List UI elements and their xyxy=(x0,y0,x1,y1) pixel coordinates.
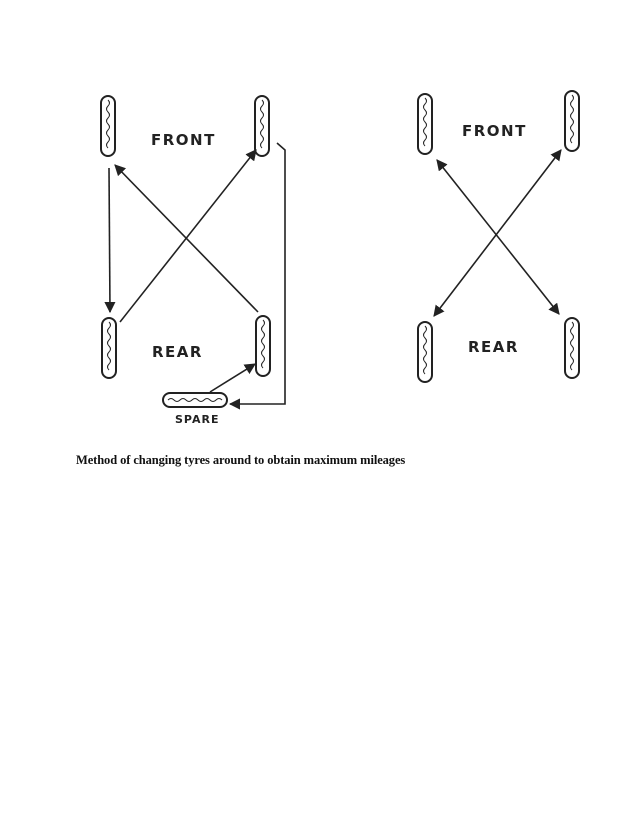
left-rear-right-tyre xyxy=(255,315,271,377)
arrow-front-left-to-rear-right xyxy=(436,159,560,315)
figure-caption: Method of changing tyres around to obtai… xyxy=(76,453,406,467)
arrow-front-left-to-rear-left xyxy=(104,167,116,314)
arrow-rear-left-to-front-right xyxy=(119,149,257,323)
left-front-right-tyre xyxy=(254,95,270,157)
right-front-right-tyre xyxy=(564,90,580,152)
right-front-left-tyre xyxy=(417,93,433,155)
arrow-front-right-to-rear-left xyxy=(433,149,562,317)
spare-label: SPARE xyxy=(175,413,219,426)
arrow-rear-right-to-front-left xyxy=(114,164,259,313)
left-front-label: FRONT xyxy=(151,131,216,149)
left-rotation-diagram: FRONT REAR SPARE xyxy=(100,95,286,426)
arrow-spare-to-rear-right xyxy=(209,363,256,393)
spare-tyre xyxy=(162,392,228,408)
left-front-left-tyre xyxy=(100,95,116,157)
left-rear-left-tyre xyxy=(101,317,117,379)
arrow-front-right-to-spare xyxy=(228,142,286,410)
right-rear-label: REAR xyxy=(468,338,519,356)
right-front-label: FRONT xyxy=(462,122,527,140)
right-rotation-diagram: FRONT REAR xyxy=(417,90,580,383)
right-rear-right-tyre xyxy=(564,317,580,379)
right-rear-left-tyre xyxy=(417,321,433,383)
left-rear-label: REAR xyxy=(152,343,203,361)
